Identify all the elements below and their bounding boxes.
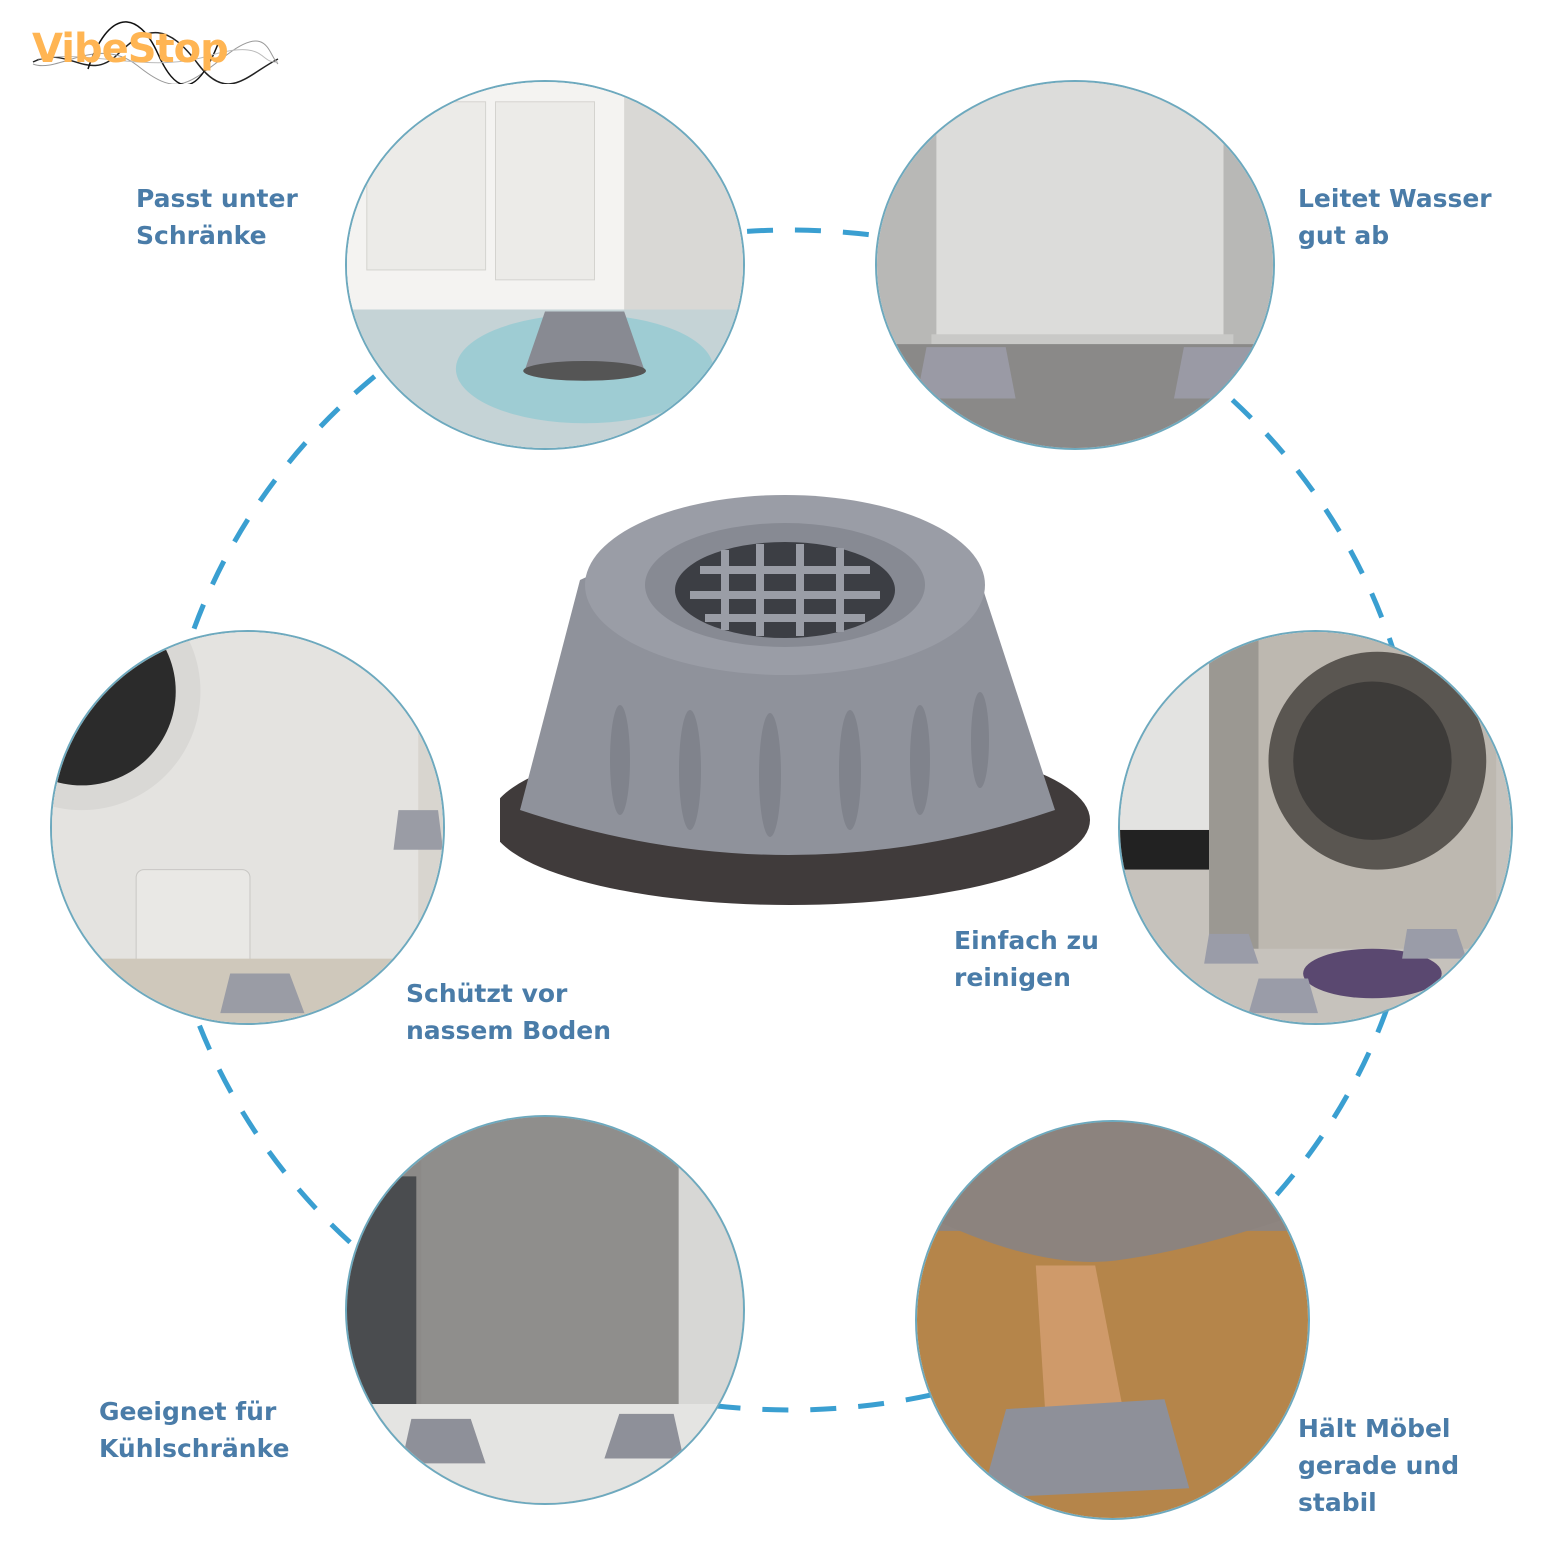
photo-washer-mop [1118, 630, 1513, 1025]
feature-label-wet-floor: Schützt vor nassem Boden [406, 979, 612, 1045]
photo-washing-machine [50, 630, 445, 1025]
brand-logo: VibeStop [28, 14, 288, 84]
feature-label-furniture: Hält Möbel gerade und stabil [1298, 1414, 1460, 1517]
rubber-pad-icon [490, 495, 1090, 905]
anti-vibration-pad-image [490, 460, 1100, 940]
feature-label-water: Leitet Wasser gut ab [1298, 184, 1492, 250]
feature-label-clean: Einfach zu reinigen [954, 926, 1099, 992]
sound-wave-icon [32, 21, 279, 84]
feature-label-fridge: Geeignet für Kühlschränke [99, 1397, 290, 1463]
photo-cabinet [345, 80, 745, 450]
brand-name: VibeStop [32, 26, 229, 72]
feature-label-cabinets: Passt unter Schränke [136, 184, 298, 250]
photo-furniture-leg [915, 1120, 1310, 1520]
photo-fridge-feet [875, 80, 1275, 450]
photo-refrigerator [345, 1115, 745, 1505]
